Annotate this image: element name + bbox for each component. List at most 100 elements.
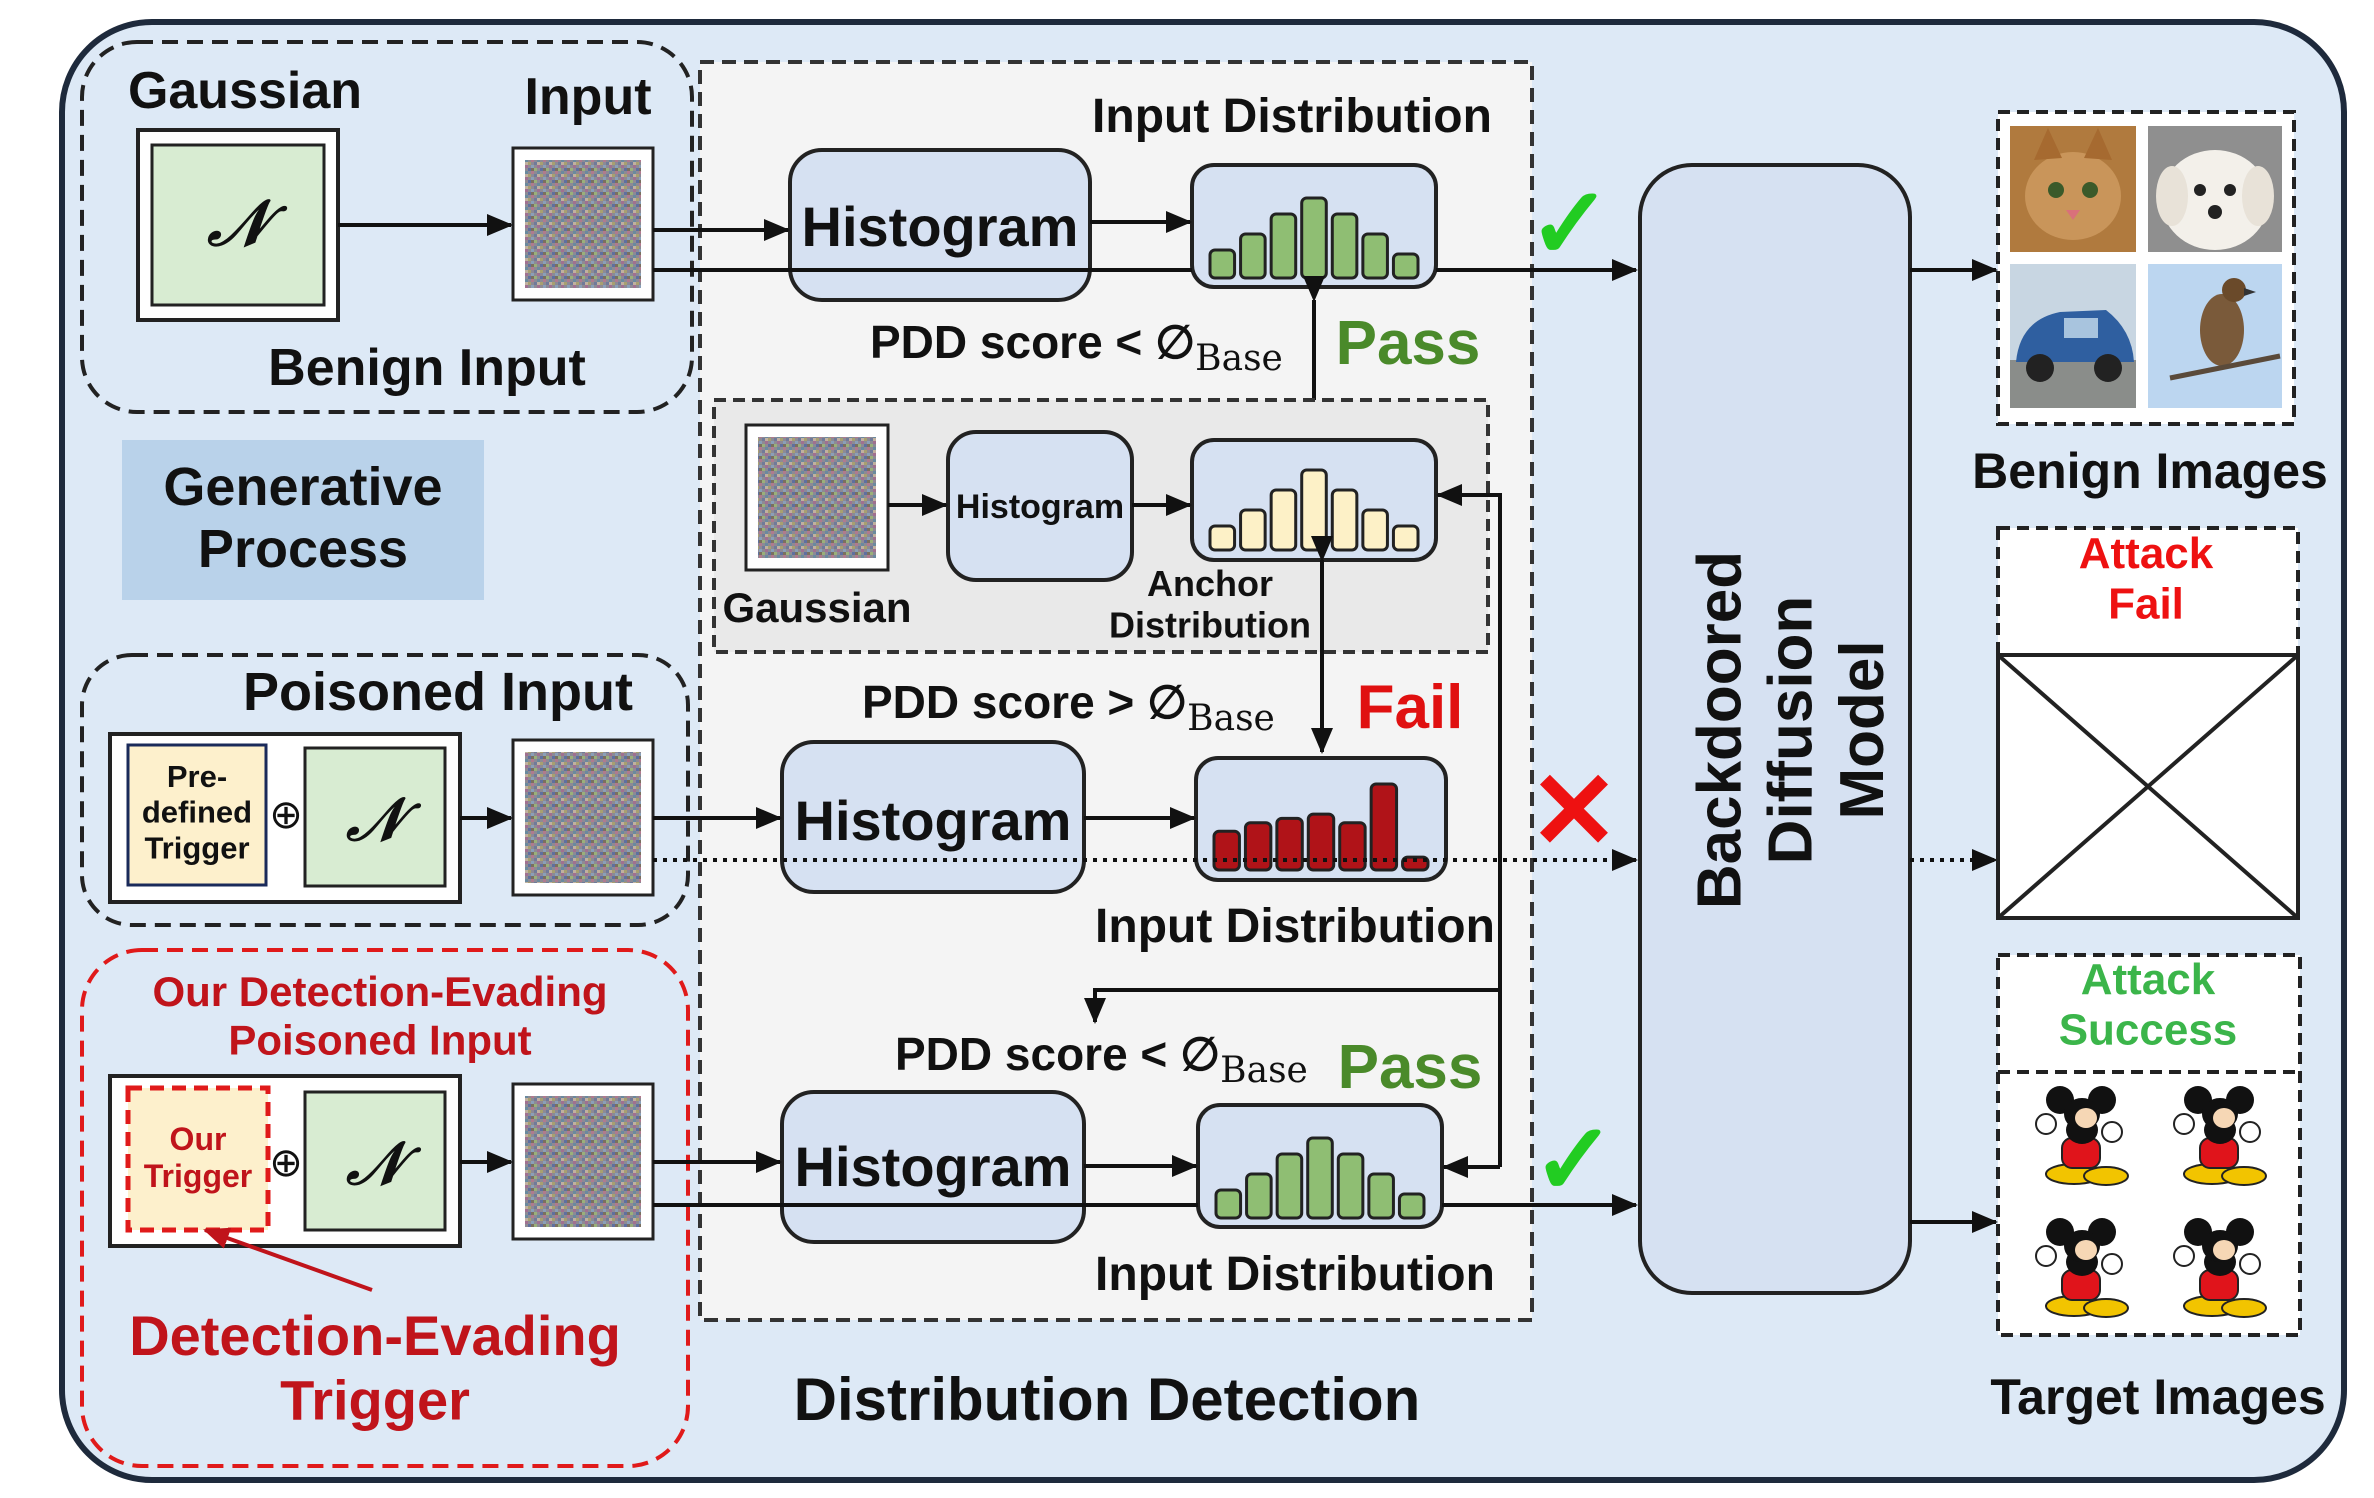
pdd-score-lt-evading: PDD score < ∅Base <box>895 1028 1308 1091</box>
fail-label-poisoned: Fail <box>1357 673 1464 742</box>
histogram-bar <box>1275 1152 1304 1220</box>
histogram-bar <box>1361 508 1389 552</box>
input-distribution-label-top: Input Distribution <box>1092 90 1492 143</box>
histogram-bar <box>1361 232 1389 280</box>
input-distribution-label-evading: Input Distribution <box>1095 1248 1495 1301</box>
pass-label-evading: Pass <box>1338 1033 1483 1102</box>
callout-arrow <box>203 1227 373 1292</box>
histogram-bar <box>1330 212 1359 280</box>
input-label: Input <box>524 68 651 126</box>
histogram-bars-evading <box>1214 1136 1426 1220</box>
cat-image <box>2010 126 2136 252</box>
anchor-gaussian-label: Gaussian <box>722 584 911 631</box>
mickey-image <box>2173 1086 2267 1186</box>
base-subscript: Base <box>1187 698 1275 739</box>
pass-label-benign: Pass <box>1336 309 1481 378</box>
histogram-bar <box>1391 252 1420 280</box>
histogram-bar <box>1330 488 1359 552</box>
poisoned-input-label: Poisoned Input <box>243 662 633 722</box>
pdd-score-lt-benign: PDD score < ∅Base <box>870 316 1283 379</box>
histogram-bar <box>1306 812 1336 872</box>
benign-input-group <box>80 40 694 414</box>
base-subscript: Base <box>1195 338 1283 379</box>
histogram-bar <box>1269 212 1298 280</box>
evading-noise-image <box>525 1096 641 1227</box>
backdoored-model-box <box>1638 163 1912 1295</box>
our-trigger-box <box>125 1085 271 1233</box>
pdd-text: PDD score < ∅ <box>895 1028 1220 1080</box>
histogram-label-poisoned: Histogram <box>795 789 1072 852</box>
input-distribution-label-poisoned: Input Distribution <box>1095 900 1495 953</box>
histogram-bar <box>1401 855 1430 872</box>
check-icon-benign: ✓ <box>1528 168 1612 280</box>
evading-input-group <box>80 948 690 1468</box>
base-subscript: Base <box>1220 1050 1308 1091</box>
benign-input-label: Benign Input <box>268 339 586 397</box>
pdd-text: PDD score < ∅ <box>870 316 1195 368</box>
benign-images-label: Benign Images <box>1972 443 2328 499</box>
histogram-bar <box>1306 1136 1334 1220</box>
mickey-image <box>2035 1086 2129 1186</box>
anchor-feedback-line <box>1436 484 1502 1167</box>
histogram-bar <box>1367 1172 1395 1220</box>
histogram-bar <box>1275 816 1304 872</box>
target-images-grid <box>2035 1086 2267 1318</box>
mickey-image <box>2173 1218 2267 1318</box>
plus-symbol: ⊕ <box>269 793 303 837</box>
gaussian-label: Gaussian <box>128 62 362 120</box>
histogram-bar <box>1245 1172 1273 1220</box>
histogram-bar <box>1369 782 1399 872</box>
histogram-bar <box>1269 488 1298 552</box>
empty-output-cross <box>1996 653 2300 920</box>
benign-gaussian-box <box>150 143 326 307</box>
poisoned-gaussian-box <box>303 746 447 888</box>
histogram-bar <box>1208 524 1237 552</box>
benign-noise-image <box>525 160 641 288</box>
poisoned-noise-image <box>525 752 641 883</box>
predefined-trigger-box <box>126 743 268 887</box>
histogram-bar <box>1397 1192 1426 1220</box>
evading-gaussian-box <box>303 1090 447 1232</box>
histogram-bar <box>1239 508 1267 552</box>
histogram-bar <box>1336 1152 1365 1220</box>
check-icon-evading: ✓ <box>1532 1104 1616 1216</box>
distribution-detection-title: Distribution Detection <box>794 1366 1421 1433</box>
histogram-bar <box>1300 196 1328 280</box>
histogram-box-benign <box>788 148 1092 302</box>
pdd-text: PDD score > ∅ <box>862 676 1187 728</box>
histogram-bars-poisoned <box>1212 782 1430 872</box>
histogram-bar <box>1338 821 1367 872</box>
histogram-bar <box>1214 1188 1243 1220</box>
backdoored-model-label: BackdooredDiffusionModel <box>1685 551 1897 909</box>
cross-icon-poisoned: ✕ <box>1529 750 1620 871</box>
histogram-bar <box>1243 821 1273 872</box>
histogram-bar <box>1391 524 1420 552</box>
mickey-image <box>2035 1218 2129 1318</box>
histogram-bars-anchor <box>1208 468 1420 552</box>
bird-image <box>2148 264 2282 408</box>
histogram-bar <box>1239 232 1267 280</box>
generative-process-box <box>122 440 484 600</box>
feedback-line-evading <box>1084 988 1500 1024</box>
poisoned-input-group <box>80 653 690 927</box>
target-images-label: Target Images <box>1990 1369 2325 1425</box>
histogram-bar <box>1212 829 1241 872</box>
anchor-histogram-label: Histogram <box>956 488 1124 526</box>
histogram-bar <box>1208 248 1237 280</box>
car-image <box>2010 264 2136 408</box>
histogram-bar <box>1300 468 1328 552</box>
histogram-label-evading: Histogram <box>795 1135 1072 1198</box>
dog-image <box>2148 126 2282 252</box>
plus-symbol: ⊕ <box>269 1141 303 1185</box>
anchor-noise-image <box>758 437 876 558</box>
pdd-score-gt-poisoned: PDD score > ∅Base <box>862 676 1275 739</box>
